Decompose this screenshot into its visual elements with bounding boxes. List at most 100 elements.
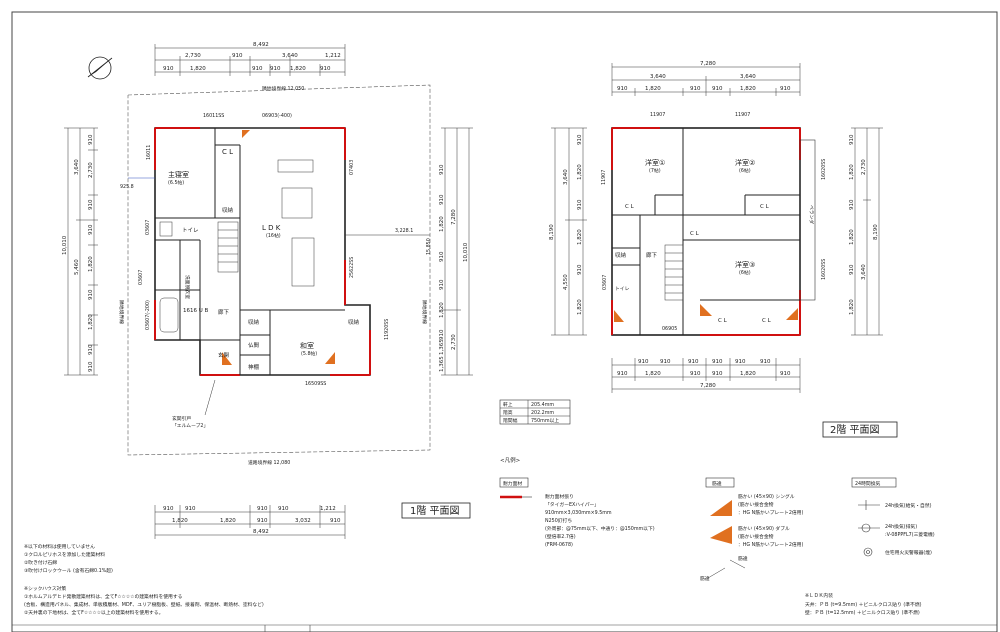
floor1-plan: 隣地境界線 12,050 道路境界線 12,080 隣地境界線 隣地境界線 8,… <box>62 42 473 539</box>
svg-text:3,640: 3,640 <box>861 264 867 280</box>
room-cl: C L <box>222 148 233 156</box>
svg-text:5,460: 5,460 <box>74 259 80 275</box>
svg-text:8,492: 8,492 <box>253 529 269 535</box>
svg-text:筋違: 筋違 <box>738 555 748 562</box>
site-boundary <box>127 84 431 456</box>
room-f2-storage: 収納 <box>615 251 627 259</box>
svg-text:910: 910 <box>780 86 791 92</box>
floor2-title: 2階 平面図 <box>830 424 880 436</box>
svg-text:耐力面材: 耐力面材 <box>503 480 522 487</box>
svg-text:03607: 03607 <box>138 270 144 285</box>
svg-text:910: 910 <box>712 371 723 377</box>
svg-text:3,640: 3,640 <box>650 74 666 80</box>
svg-text:(16帖): (16帖) <box>266 232 281 239</box>
svg-text:※以下の材料は使用していません: ※以下の材料は使用していません <box>24 543 95 550</box>
svg-text:1,212: 1,212 <box>325 53 341 59</box>
svg-text:910: 910 <box>257 518 268 524</box>
f1-stairs <box>217 221 239 273</box>
svg-text:壁：ＰＢ (t=12.5mm) ＋ビニルクロス貼り (準不燃: 壁：ＰＢ (t=12.5mm) ＋ビニルクロス貼り (準不燃) <box>805 609 920 616</box>
svg-text:205.4mm: 205.4mm <box>531 402 554 408</box>
svg-text:15,850: 15,850 <box>426 238 432 255</box>
svg-text:玄関引戸: 玄関引戸 <box>172 415 191 422</box>
room-master: 主寝室 <box>168 170 189 179</box>
svg-text:②天井裏の下地材は、全てF☆☆☆☆以上の建築材料を使用する。: ②天井裏の下地材は、全てF☆☆☆☆以上の建築材料を使用する。 <box>24 609 163 616</box>
svg-text:N250釘打ち: N250釘打ち <box>545 517 572 524</box>
svg-text:910: 910 <box>849 264 855 275</box>
site-east-label: 隣地境界線 <box>421 300 428 324</box>
svg-text:8,190: 8,190 <box>549 224 555 240</box>
svg-text:10,010: 10,010 <box>463 242 469 262</box>
site-west-label: 隣地境界線 <box>118 300 125 324</box>
svg-text:910: 910 <box>690 86 701 92</box>
svg-text:16020SS: 16020SS <box>821 159 827 180</box>
sheet-border <box>11 11 998 632</box>
svg-text:910: 910 <box>617 371 628 377</box>
svg-text:筋違: 筋違 <box>712 480 722 487</box>
svg-text:1,820: 1,820 <box>577 229 583 245</box>
svg-text:910: 910 <box>660 359 671 365</box>
svg-text:910: 910 <box>735 359 746 365</box>
svg-text:①ホルムアルデヒド発散建築材料は、全てF☆☆☆☆の建築材料を: ①ホルムアルデヒド発散建築材料は、全てF☆☆☆☆の建築材料を使用する <box>24 593 183 600</box>
room-entrance: 玄関 <box>218 351 230 359</box>
svg-text:3,640: 3,640 <box>563 169 569 185</box>
svg-text:「エルムーブ2」: 「エルムーブ2」 <box>172 422 208 429</box>
svg-text:16011: 16011 <box>146 145 152 160</box>
site-south-label: 道路境界線 12,080 <box>248 459 290 466</box>
svg-text:910: 910 <box>712 359 723 365</box>
svg-text:1,820: 1,820 <box>740 86 756 92</box>
svg-text:910: 910 <box>760 359 771 365</box>
svg-text:1,820: 1,820 <box>645 371 661 377</box>
svg-text:16011SS: 16011SS <box>203 113 224 119</box>
room-ub: 1616 U B <box>183 308 209 314</box>
svg-text::V-08PPFL7(三菱電機): :V-08PPFL7(三菱電機) <box>885 531 935 538</box>
svg-text:C L: C L <box>718 318 728 324</box>
svg-text:※ＬＤＫ内装: ※ＬＤＫ内装 <box>805 592 833 599</box>
svg-text:天井：ＰＢ (t=9.5mm) ＋ビニルクロス貼り (準不燃: 天井：ＰＢ (t=9.5mm) ＋ビニルクロス貼り (準不燃) <box>805 601 922 608</box>
floor1-title: 1階 平面図 <box>410 505 460 517</box>
room-butsuma: 仏間 <box>248 342 260 349</box>
svg-text:07403: 07403 <box>349 160 355 175</box>
svg-text:910: 910 <box>439 164 445 175</box>
svg-text:24h換気(排気): 24h換気(排気) <box>885 523 917 530</box>
svg-text:①クロルピリホスを添加した建築材料: ①クロルピリホスを添加した建築材料 <box>24 551 105 558</box>
f1-dim-top-total: 8,492 <box>253 42 269 48</box>
north-arrow-icon <box>87 56 113 80</box>
svg-text:1,820: 1,820 <box>577 299 583 315</box>
svg-text:06903(-400): 06903(-400) <box>262 113 292 119</box>
svg-text:3,640: 3,640 <box>740 74 756 80</box>
svg-text:(5.8帖): (5.8帖) <box>301 350 317 357</box>
f1-braces <box>222 130 335 365</box>
notes-left: ※以下の材料は使用していません ①クロルピリホスを添加した建築材料 ②吹き付け石… <box>24 543 264 616</box>
svg-text:910: 910 <box>88 289 94 300</box>
svg-text:(6帖): (6帖) <box>739 167 751 174</box>
svg-text:1,820: 1,820 <box>88 314 94 330</box>
floor2-plan: 7,280 3,640 3,640 910 1,820 910 910 1,82… <box>549 61 898 438</box>
svg-text:11920SS: 11920SS <box>384 319 390 340</box>
svg-text:：HG N筋かいプレート2倍用): ：HG N筋かいプレート2倍用) <box>738 509 803 516</box>
svg-text:16509SS: 16509SS <box>305 381 326 387</box>
svg-text:(筋かい接合金物: (筋かい接合金物 <box>738 533 774 540</box>
svg-text:2,730: 2,730 <box>861 159 867 175</box>
svg-text:910: 910 <box>185 506 196 512</box>
svg-text:1,820: 1,820 <box>740 371 756 377</box>
svg-text:2,730: 2,730 <box>88 162 94 178</box>
svg-text:910: 910 <box>88 224 94 235</box>
svg-text:(FRM-0678): (FRM-0678) <box>545 542 573 548</box>
svg-text:1,820: 1,820 <box>849 164 855 180</box>
room-toilet: トイレ <box>182 228 199 234</box>
f1-furniture <box>159 159 315 333</box>
brace-double-icon <box>710 526 732 544</box>
svg-text:3,640: 3,640 <box>74 159 80 175</box>
room-f2-toilet: トイレ <box>615 287 630 292</box>
svg-text:910: 910 <box>439 279 445 290</box>
svg-text:16020SS: 16020SS <box>821 259 827 280</box>
brace-single-icon <box>710 500 732 516</box>
svg-text:910: 910 <box>577 134 583 145</box>
svg-text:910: 910 <box>232 53 243 59</box>
svg-text:(外周部：@75mm以下、中通り：@150mm以下): (外周部：@75mm以下、中通り：@150mm以下) <box>545 525 655 532</box>
svg-text:1,820: 1,820 <box>849 229 855 245</box>
smoke-alarm-icon <box>863 547 873 557</box>
svg-text:11907: 11907 <box>650 112 665 118</box>
